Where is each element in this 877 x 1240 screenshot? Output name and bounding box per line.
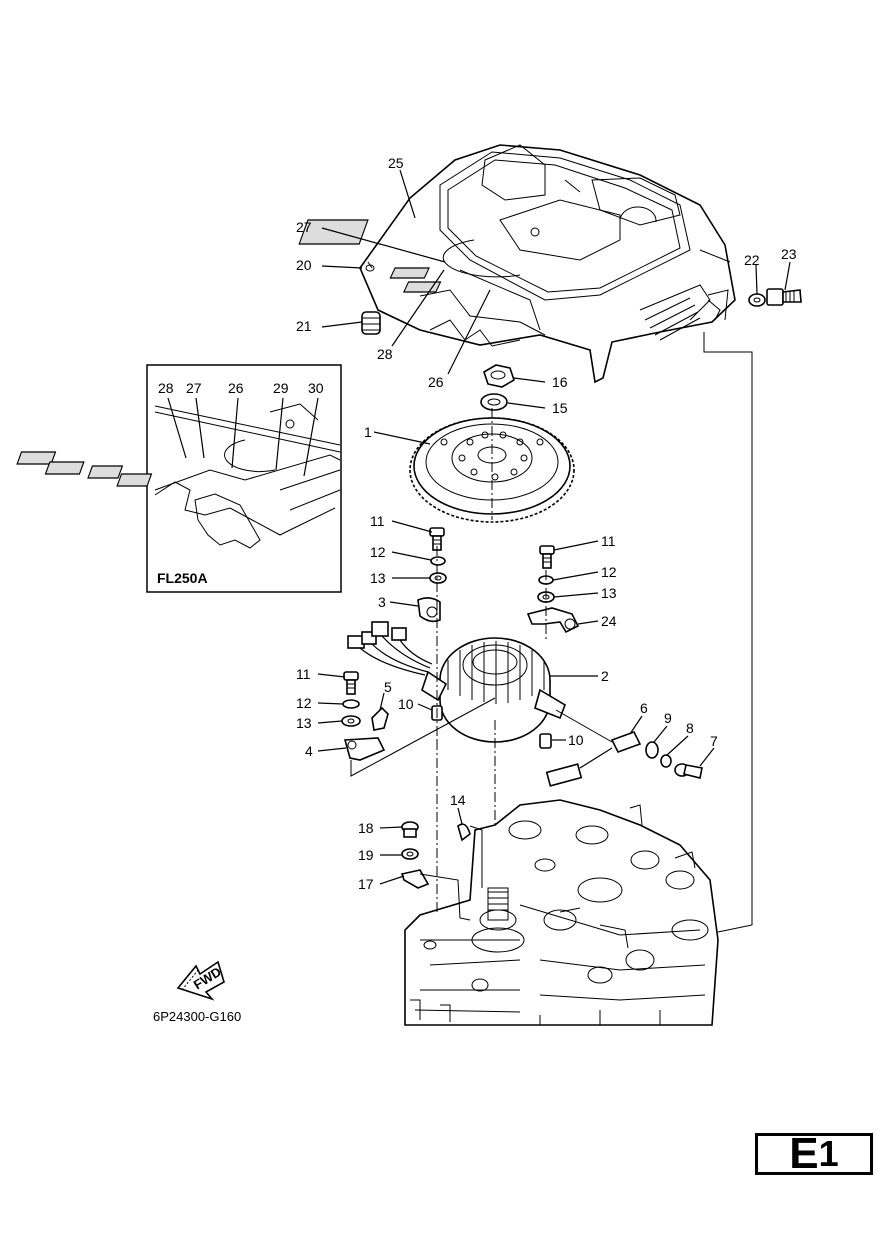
inset-label-26: 26: [228, 380, 244, 396]
callout-4: 4: [305, 743, 313, 759]
inset-label-29: 29: [273, 380, 289, 396]
clamp-24: [526, 607, 580, 634]
nut-16: [483, 364, 515, 388]
grommet-21: [361, 311, 381, 335]
callout-numbers: 25 27 20 21 28 26 22 23 16 15 1 11 12 13…: [296, 155, 797, 892]
callout-12-c: 12: [296, 695, 312, 711]
engine-block: [404, 799, 719, 1026]
washer-19: [401, 848, 419, 860]
callout-23: 23: [781, 246, 797, 262]
callout-13-a: 13: [370, 570, 386, 586]
inset-detail-fl250a: 28 27 26 29 30 FL250A: [16, 364, 342, 593]
callout-24: 24: [601, 613, 617, 629]
callout-7: 7: [710, 733, 718, 749]
pulser-coil-6: [545, 731, 642, 787]
screw-7: [674, 763, 703, 779]
callout-10-b: 10: [568, 732, 584, 748]
holder-5: [371, 706, 389, 731]
alignment-lines: [350, 332, 753, 933]
callout-12-a: 12: [370, 544, 386, 560]
callout-6: 6: [640, 700, 648, 716]
washer-15: [480, 393, 508, 411]
washer-13-upper-left: [429, 572, 447, 584]
wire-harness-connectors: [347, 621, 433, 676]
bolt-22: [748, 293, 766, 307]
inset-label-28: 28: [158, 380, 174, 396]
washer-12-upper-left: [430, 556, 446, 566]
washer-8: [660, 754, 672, 768]
callout-11-b: 11: [601, 533, 616, 549]
callout-27: 27: [296, 219, 312, 235]
bolt-11-upper-right: [539, 545, 555, 569]
callout-11-c: 11: [296, 666, 311, 682]
washer-12-lower: [342, 699, 360, 709]
callout-17: 17: [358, 876, 374, 892]
drawing-code: 6P24300-G160: [153, 1009, 241, 1024]
bolt-18: [401, 821, 419, 838]
callout-18: 18: [358, 820, 374, 836]
callout-13-c: 13: [296, 715, 312, 731]
washer-9: [645, 741, 659, 759]
callout-26: 26: [428, 374, 444, 390]
inset-label-27: 27: [186, 380, 202, 396]
clamp-3: [417, 597, 441, 623]
key-14: [457, 823, 471, 842]
section-number: 1: [818, 1133, 839, 1174]
bolt-23: [766, 288, 802, 306]
callout-16: 16: [552, 374, 568, 390]
callout-19: 19: [358, 847, 374, 863]
leader-lines: [317, 169, 791, 885]
inset-title: FL250A: [157, 570, 208, 586]
callout-25: 25: [388, 155, 404, 171]
callout-5: 5: [384, 679, 392, 695]
callout-10-a: 10: [398, 696, 414, 712]
callout-1: 1: [364, 424, 372, 440]
callout-12-b: 12: [601, 564, 617, 580]
washer-13-lower: [341, 715, 361, 727]
collar-10-lower: [539, 733, 552, 749]
bolt-11-lower: [343, 671, 359, 695]
callout-11-a: 11: [370, 513, 385, 529]
plate-17: [400, 869, 430, 889]
callout-22: 22: [744, 252, 760, 268]
fwd-arrow: FWD: [176, 960, 225, 1001]
section-letter: E: [789, 1129, 818, 1178]
callout-3: 3: [378, 594, 386, 610]
bracket-4: [343, 737, 386, 761]
callout-20: 20: [296, 257, 312, 273]
callout-13-b: 13: [601, 585, 617, 601]
callout-9: 9: [664, 710, 672, 726]
flywheel-cover: [298, 144, 736, 384]
callout-21: 21: [296, 318, 312, 334]
callout-14: 14: [450, 792, 466, 808]
callout-2: 2: [601, 668, 609, 684]
inset-label-30: 30: [308, 380, 324, 396]
callout-28: 28: [377, 346, 393, 362]
callout-8: 8: [686, 720, 694, 736]
callout-15: 15: [552, 400, 568, 416]
